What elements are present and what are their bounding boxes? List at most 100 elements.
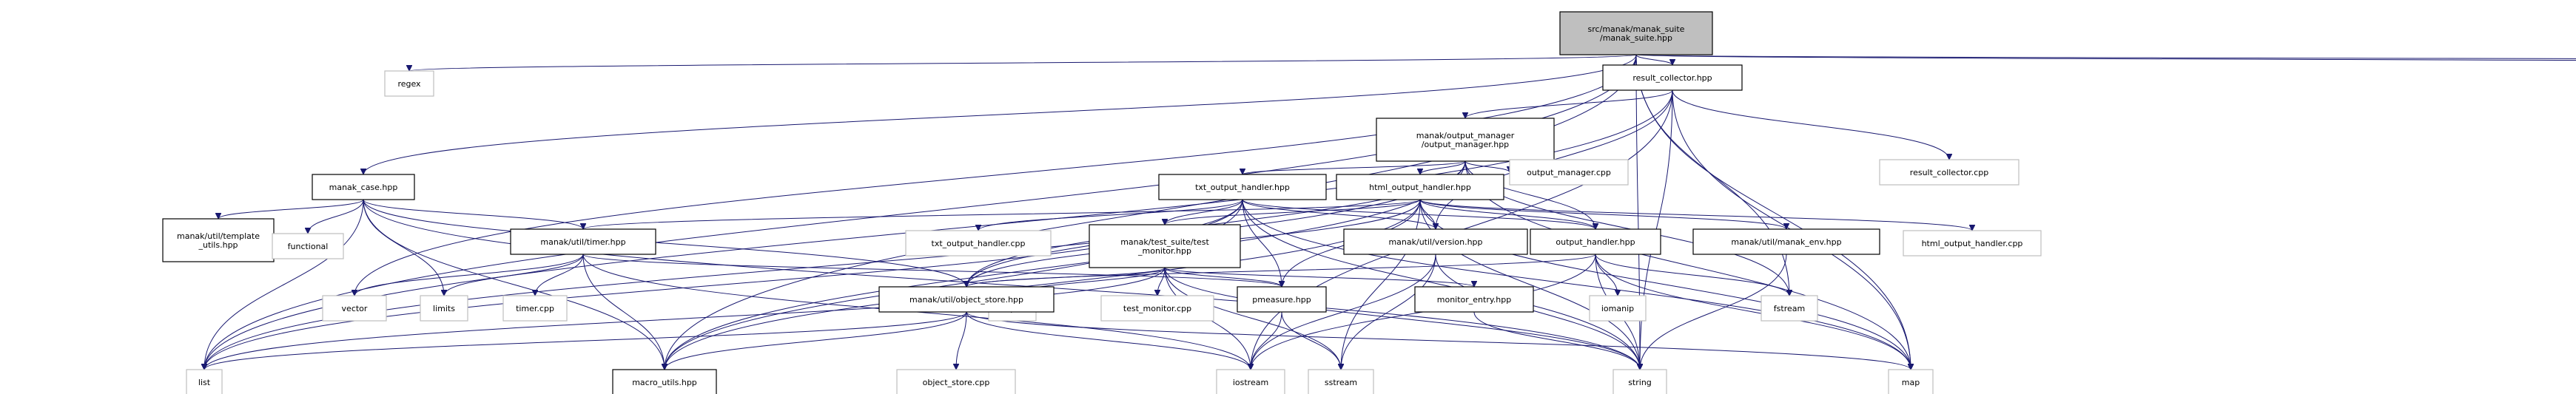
node-pmeasure[interactable]: pmeasure.hpp [1237,286,1327,313]
node-output_manager_cpp: output_manager.cpp [1509,159,1629,186]
node-box-output_handler [1530,228,1661,255]
node-box-string [1612,369,1667,394]
edge-txt_output_handler-to-string [1242,199,1640,370]
node-macro_utils[interactable]: macro_utils.hpp [612,369,717,394]
node-box-list [186,369,223,394]
node-fstream: fstream [1761,295,1818,322]
node-label-template_utils: manak/util/template [177,231,260,241]
node-html_output_handler[interactable]: html_output_handler.hpp [1336,174,1504,200]
node-manak_case[interactable]: manak_case.hpp [312,174,415,200]
node-result_collector[interactable]: result_collector.hpp [1602,64,1743,91]
node-box-limits [420,295,468,322]
node-label-result_collector: result_collector.hpp [1632,73,1712,83]
node-string: string [1612,369,1667,394]
node-box-regex [384,70,434,97]
node-iomanip: iomanip [1589,295,1647,322]
node-box-manak_case [312,174,415,200]
edge-manak_case-to-functional [308,199,364,234]
edge-result_collector-to-result_collector_cpp [1672,89,1949,160]
node-label-string: string [1628,378,1652,387]
edge-html_output_handler-to-html_output_handler_cpp [1419,199,1972,231]
node-box-txt_output_handler [1158,174,1327,200]
node-txt_output_handler[interactable]: txt_output_handler.hpp [1158,174,1327,200]
edge-html_output_handler-to-map [1419,199,1911,370]
node-label-functional: functional [288,242,329,251]
edge-root-to-vector [354,54,1637,296]
node-label-test_monitor: _monitor.hpp [1137,246,1191,256]
edge-pmeasure-to-sstream [1281,311,1341,370]
node-monitor_entry[interactable]: monitor_entry.hpp [1414,286,1534,313]
node-manak_env[interactable]: manak/util/manak_env.hpp [1692,228,1880,255]
edge-timer-to-macro_utils [582,254,665,370]
edge-root-to-fstream [1635,54,1789,296]
edge-manak_case-to-limits [363,199,444,296]
edge-output_handler-to-map [1595,254,1911,370]
node-output_handler[interactable]: output_handler.hpp [1530,228,1661,255]
node-box-monitor_entry [1414,286,1534,313]
node-box-test_monitor [1089,224,1241,268]
edge-test_monitor-to-monitor_entry [1164,267,1474,288]
node-template_utils[interactable]: manak/util/template_utils.hpp [162,218,275,262]
edge-result_collector-to-list [204,89,1673,370]
node-version[interactable]: manak/util/version.hpp [1343,228,1528,255]
edge-object_store-to-object_store_cpp [956,311,967,370]
edge-txt_output_handler-to-pmeasure [1242,199,1282,287]
edge-root-to-t_manak_case [1635,54,2576,61]
node-list: list [186,369,223,394]
node-label-template_utils: _utils.hpp [198,240,238,250]
node-label-monitor_entry: monitor_entry.hpp [1437,295,1512,305]
edge-root-to-manak_case [363,54,1637,174]
node-box-root [1559,11,1713,55]
node-label-output_manager_cpp: output_manager.cpp [1527,168,1611,177]
node-box-output_manager_cpp [1509,159,1629,186]
edge-object_store-to-list [204,311,967,370]
node-label-sstream: sstream [1325,378,1357,387]
edge-html_output_handler-to-test_monitor [1165,199,1421,225]
edge-test_monitor-to-pmeasure [1164,267,1282,288]
edge-root-to-string [1635,54,1640,370]
node-label-limits: limits [433,304,455,313]
edge-timer-to-vector [354,254,584,296]
edge-version-to-iostream [1251,254,1436,370]
edge-object_store-to-map [966,311,1911,370]
node-root[interactable]: src/manak/manak_suite/manak_suite.hpp [1559,11,1713,55]
node-box-macro_utils [612,369,717,394]
edge-version-to-string [1435,254,1640,370]
node-box-fstream [1761,295,1818,322]
node-box-manak_env [1692,228,1880,255]
node-box-timer_cpp [502,295,568,322]
node-label-txt_output_handler_cpp: txt_output_handler.cpp [932,239,1026,248]
node-test_monitor[interactable]: manak/test_suite/test_monitor.hpp [1089,224,1241,268]
node-label-iostream: iostream [1233,378,1268,387]
node-box-result_collector [1602,64,1743,91]
edge-object_store-to-macro_utils [665,311,967,370]
edge-html_output_handler-to-timer [583,199,1421,230]
edge-output_manager-to-output_manager_cpp [1464,160,1510,173]
node-box-pmeasure [1237,286,1327,313]
node-map: map [1888,369,1934,394]
node-box-version [1343,228,1528,255]
node-result_collector_cpp: result_collector.cpp [1879,159,2020,186]
node-box-txt_output_handler_cpp [905,230,1052,257]
node-output_manager[interactable]: manak/output_manager/output_manager.hpp [1376,118,1555,162]
node-timer[interactable]: manak/util/timer.hpp [510,228,656,255]
node-test_monitor_cpp: test_monitor.cpp [1100,295,1214,322]
edge-object_store-to-iostream [966,311,1251,370]
edge-root-to-list [204,54,1637,370]
edge-html_output_handler-to-output_handler [1419,199,1595,230]
node-label-output_manager: manak/output_manager [1416,131,1515,140]
edge-txt_output_handler-to-list [204,199,1243,370]
node-label-output_manager: /output_manager.hpp [1422,140,1509,149]
edge-output_manager-to-html_output_handler [1420,160,1466,175]
edge-timer-to-timer_cpp [535,254,584,296]
node-label-test_monitor_cpp: test_monitor.cpp [1123,304,1191,313]
edge-manak_case-to-timer [363,199,583,230]
node-functional: functional [272,233,344,259]
node-object_store[interactable]: manak/util/object_store.hpp [878,286,1055,313]
edge-output_manager-to-list [204,160,1466,370]
node-iostream: iostream [1216,369,1285,394]
node-label-root: src/manak/manak_suite [1588,24,1685,34]
edge-test_monitor-to-list [204,267,1166,370]
edge-manak_case-to-string [363,199,1640,370]
node-regex: regex [384,70,434,97]
